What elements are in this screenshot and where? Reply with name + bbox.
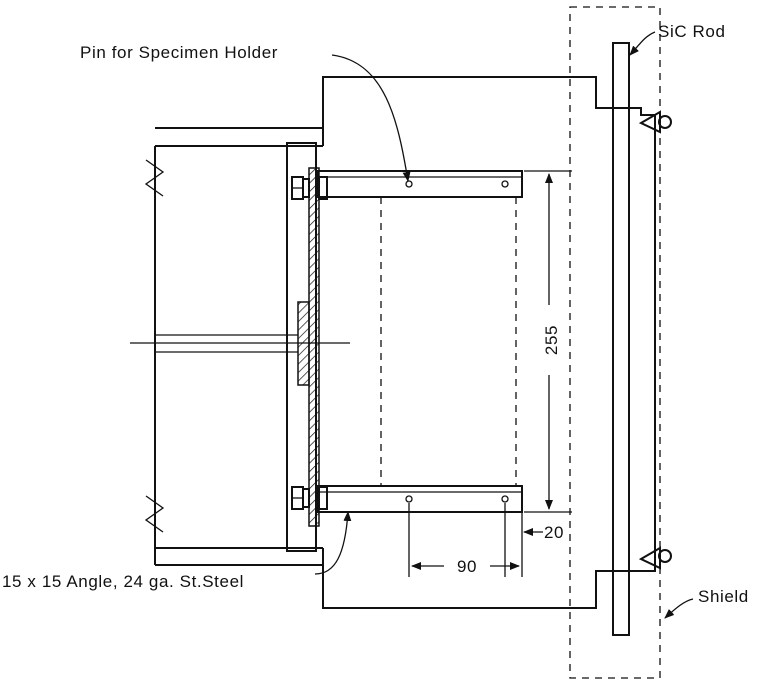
support-rod — [130, 334, 350, 353]
break-symbol-bottom — [144, 495, 165, 533]
sic-rod-label: SiC Rod — [658, 22, 726, 41]
angle-bracket-top — [317, 170, 523, 198]
furnace-body — [322, 76, 656, 609]
leader-shield — [664, 598, 694, 619]
leader-angle — [314, 511, 352, 575]
left-frame — [144, 127, 324, 566]
dimension-spacing — [408, 503, 520, 577]
angle-label: 15 x 15 Angle, 24 ga. St.Steel — [2, 572, 244, 591]
sic-rod — [612, 42, 630, 636]
dimension-offset — [504, 503, 543, 577]
bolt-bottom — [291, 486, 328, 510]
break-symbol-top — [144, 159, 165, 197]
leader-pin — [331, 54, 411, 182]
dimension-height-label: 255 — [542, 325, 561, 355]
dimension-offset-label: 20 — [544, 523, 564, 542]
bolt-top — [291, 176, 328, 200]
rod-terminal-top — [638, 110, 672, 134]
shield-label: Shield — [698, 587, 749, 606]
specimen-outline — [380, 197, 517, 486]
leader-rod — [629, 31, 656, 56]
dimension-spacing-label: 90 — [457, 557, 477, 576]
pin-label: Pin for Specimen Holder — [80, 43, 278, 62]
shield-outline — [569, 6, 661, 679]
dimension-height — [524, 170, 572, 513]
angle-bracket-bottom — [317, 485, 523, 513]
